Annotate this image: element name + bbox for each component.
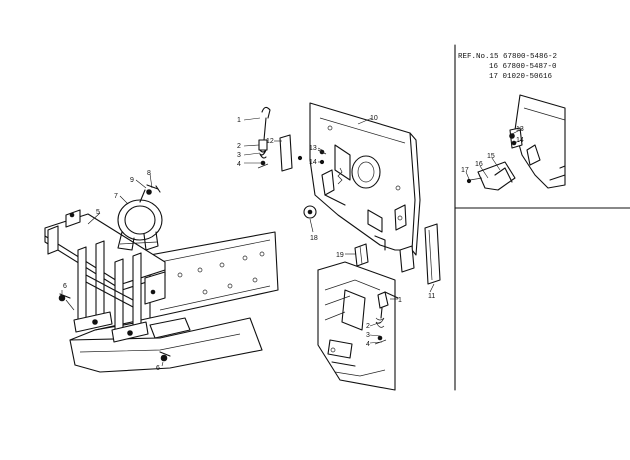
ref-line-15: REF.No.15 67800-5486-2	[458, 53, 557, 61]
inset-callout-labels: 13 14 15 16 17	[461, 126, 524, 174]
callout-14: 14	[309, 159, 317, 166]
ref-line-16: 16 67800-5487-0	[489, 63, 557, 71]
inset-reference-list: REF.No.15 67800-5486-2 16 67800-5487-0 1…	[458, 53, 557, 81]
inset-callout-13: 13	[516, 126, 524, 133]
bolt-and-washer	[139, 184, 161, 203]
callout-9: 9	[130, 177, 134, 184]
callout-19: 19	[336, 252, 344, 259]
rubber-strip	[424, 223, 441, 285]
callout-latch-2: 2	[366, 323, 370, 330]
callout-8: 8	[147, 170, 151, 177]
clip-19	[354, 243, 369, 267]
inset-callout-15: 15	[487, 153, 495, 160]
guard-panel	[309, 102, 421, 273]
bolt-lower	[159, 351, 171, 362]
washer-18	[303, 205, 317, 219]
callout-latch-4: 4	[366, 341, 370, 348]
inset-frame	[454, 44, 630, 391]
bolt-left	[58, 293, 75, 311]
callout-2: 2	[237, 143, 241, 150]
inset-detail-drawing	[466, 94, 566, 191]
callout-12: 12	[266, 138, 274, 145]
callout-13: 13	[309, 145, 317, 152]
inset-callout-14: 14	[516, 137, 524, 144]
callout-11: 11	[428, 293, 435, 300]
callout-6-left: 6	[63, 283, 67, 290]
callout-3: 3	[237, 152, 241, 159]
mounting-bracket-frame	[44, 209, 166, 343]
bolt-and-nut-13-14	[317, 149, 327, 165]
callout-7: 7	[114, 193, 118, 200]
callout-latch-3: 3	[366, 332, 370, 339]
callout-labels: 1 2 3 4 5 6 6 7 8 9 10 11 12 13 14 18 19…	[63, 115, 435, 372]
callout-18: 18	[310, 235, 318, 242]
callout-latch-1: 1	[398, 297, 402, 304]
callout-10: 10	[370, 115, 378, 122]
inset-callout-17: 17	[461, 167, 469, 174]
callout-5: 5	[96, 209, 100, 216]
leader-lines	[61, 117, 523, 367]
callout-6-lower: 6	[156, 365, 160, 372]
ref-line-17: 17 01020-50616	[489, 73, 553, 81]
tractor-body-lower	[317, 261, 396, 391]
callout-4: 4	[237, 161, 241, 168]
clamp-band	[117, 199, 163, 251]
small-plate	[279, 134, 303, 172]
callout-1: 1	[237, 117, 241, 124]
inset-callout-16: 16	[475, 161, 483, 168]
